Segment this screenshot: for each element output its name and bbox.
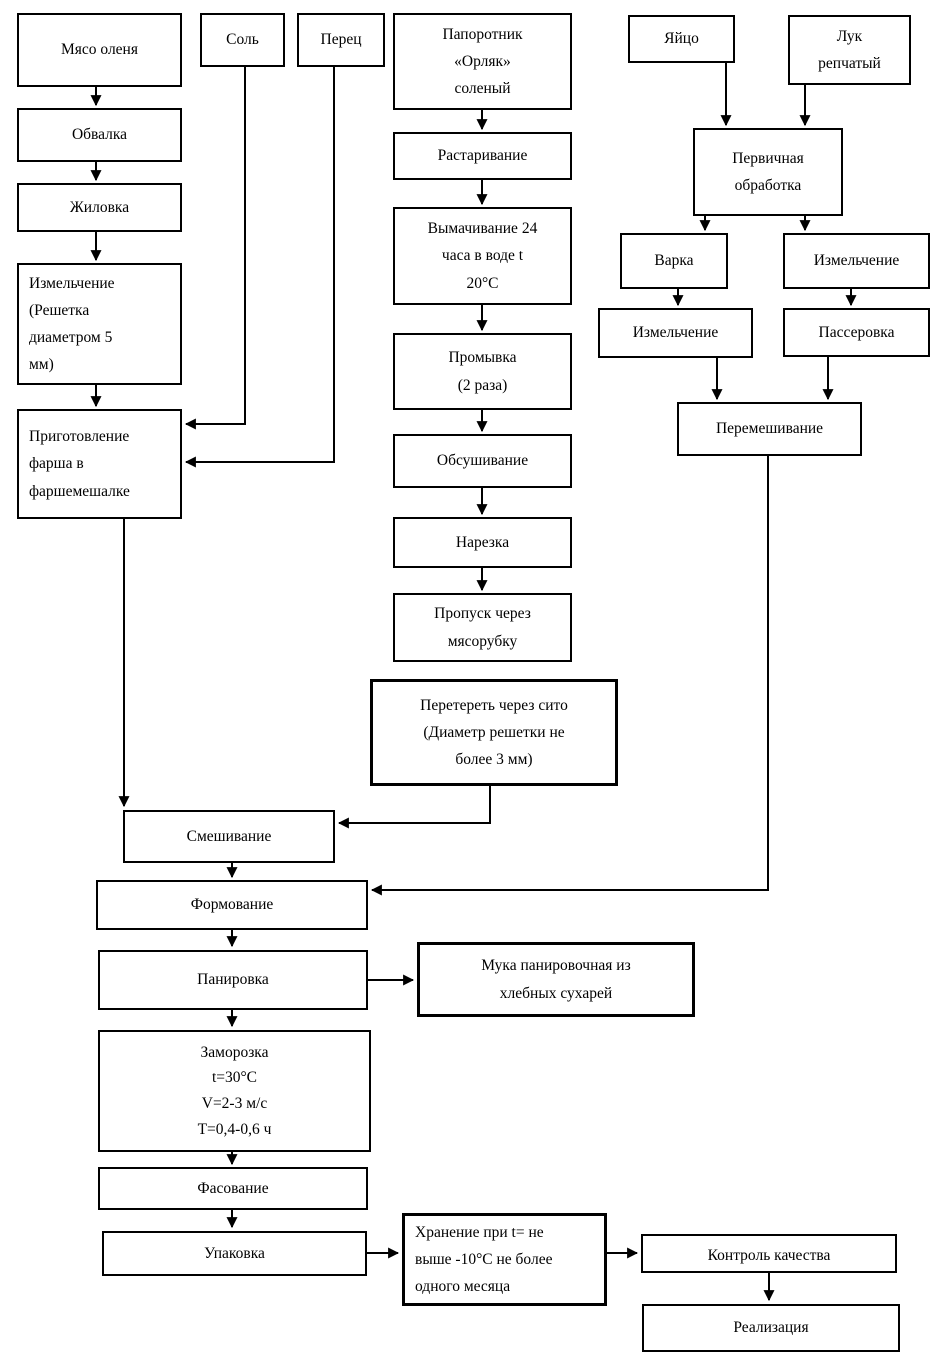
node-trimming: Жиловка (17, 183, 182, 232)
node-sauteing: Пассеровка (783, 308, 930, 357)
node-quality-control: Контроль качества (641, 1234, 897, 1273)
node-forming: Формование (96, 880, 368, 930)
node-egg: Яйцо (628, 15, 735, 63)
node-washing: Промывка (2 раза) (393, 333, 572, 410)
node-meat-grinder-pass: Пропуск через мясорубку (393, 593, 572, 662)
node-primary-processing: Первичная обработка (693, 128, 843, 216)
node-soaking: Вымачивание 24 часа в воде t 20°С (393, 207, 572, 305)
node-breadcrumbs: Мука панировочная из хлебных сухарей (417, 942, 695, 1017)
node-unpacking: Растаривание (393, 132, 572, 180)
connector-salt-minceprep (184, 67, 246, 430)
node-mince-preparation: Приготовление фарша в фаршемешалке (17, 409, 182, 519)
node-premixing: Перемешивание (677, 402, 862, 456)
node-storage: Хранение при t= не выше -10°С не более о… (402, 1213, 607, 1306)
node-mixing: Смешивание (123, 810, 335, 863)
node-fern: Папоротник «Орляк» соленый (393, 13, 572, 110)
node-freezing: Заморозка t=30°С V=2-3 м/с Т=0,4-0,6 ч (98, 1030, 371, 1152)
node-pepper: Перец (297, 13, 385, 67)
connector-pepper-minceprep (184, 67, 335, 468)
node-sieving: Перетереть через сито (Диаметр решетки н… (370, 679, 618, 786)
node-breading: Панировка (98, 950, 368, 1010)
node-onion: Лук репчатый (788, 15, 911, 85)
node-grinding-5mm: Измельчение (Решетка диаметром 5 мм) (17, 263, 182, 385)
node-portioning: Фасование (98, 1167, 368, 1210)
node-cutting: Нарезка (393, 517, 572, 568)
node-boiling: Варка (620, 233, 728, 289)
node-sale: Реализация (642, 1304, 900, 1352)
node-salt: Соль (200, 13, 285, 67)
node-drying: Обсушивание (393, 434, 572, 488)
node-grinding-onion: Измельчение (783, 233, 930, 289)
connector-sieving-mixing (337, 786, 491, 829)
node-packaging: Упаковка (102, 1231, 367, 1276)
node-meat-deer: Мясо оленя (17, 13, 182, 87)
node-grinding-egg: Измельчение (598, 308, 753, 358)
node-deboning: Обвалка (17, 108, 182, 162)
